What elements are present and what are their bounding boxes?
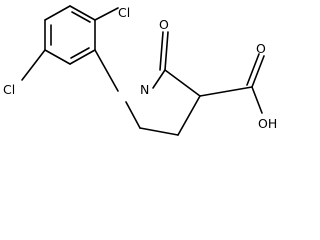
- ring-bond: [177, 95, 201, 136]
- benzene-ring: [44, 5, 96, 65]
- ring-bond: [139, 127, 179, 136]
- bond-ring-to-cl-left: [21, 49, 46, 81]
- atom-label-hydroxyl: OH: [258, 116, 277, 131]
- ketone-double-bond: [164, 31, 169, 71]
- ring-double-bond-inner: [71, 11, 91, 23]
- pyrrolidinone-ring: [125, 69, 201, 136]
- atom-label-oxygen: O: [256, 41, 266, 56]
- ring-bond: [69, 5, 96, 21]
- ring-bond: [44, 49, 71, 65]
- atom-label-chlorine: Cl: [3, 82, 15, 97]
- ring-bond: [125, 101, 141, 129]
- bond-ring-to-cl-top: [94, 7, 119, 21]
- atom-label-oxygen: O: [159, 17, 169, 32]
- atom-label-chlorine: Cl: [118, 5, 130, 20]
- carboxyl-single-bond: [251, 86, 263, 114]
- ring-bond: [44, 5, 71, 21]
- ring-bond: [69, 49, 96, 65]
- ring-bond: [152, 69, 166, 89]
- bond-ring-to-nitrogen: [94, 49, 119, 92]
- carboxyl-double-bond: [251, 55, 265, 88]
- ring-bond: [164, 69, 201, 97]
- ring-double-bond-inner: [70, 47, 90, 59]
- atom-label-nitrogen: N: [140, 82, 149, 97]
- chemical-structure: Cl Cl N O O OH: [3, 5, 277, 136]
- carboxyl-double-bond: [246, 53, 260, 86]
- ketone-double-bond: [159, 31, 164, 71]
- bond-ring-to-carboxyl: [199, 86, 253, 97]
